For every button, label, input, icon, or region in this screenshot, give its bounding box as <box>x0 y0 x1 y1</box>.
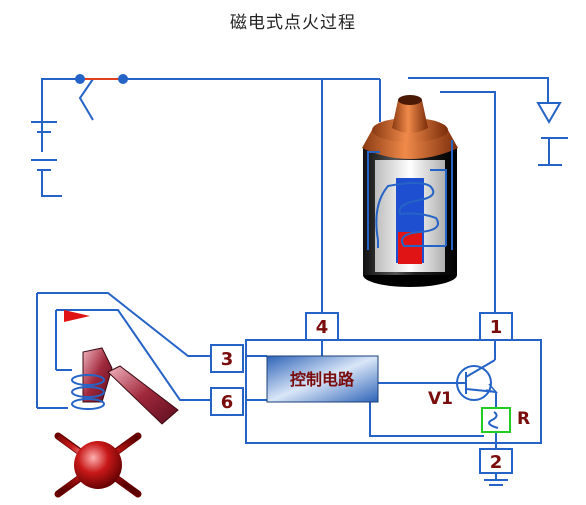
switch-contact <box>118 74 128 84</box>
spark-plug-icon <box>536 102 562 124</box>
control-circuit-label: 控制电路 <box>290 370 355 389</box>
flux-arrow-icon <box>64 310 90 322</box>
terminal-4-label: 4 <box>316 317 329 338</box>
reluctor-rotor <box>54 432 142 498</box>
terminal-3-label: 3 <box>221 349 234 370</box>
iron-core-red <box>398 232 422 264</box>
switch-lever[interactable] <box>78 78 94 121</box>
resistor-icon <box>488 411 499 429</box>
pickup-coil <box>56 369 105 410</box>
transistor-v1-icon <box>452 359 499 401</box>
terminal-2-label: 2 <box>490 452 503 473</box>
terminal-6-label: 6 <box>221 392 234 413</box>
control-circuit-box <box>266 355 379 403</box>
switch-contact <box>75 74 85 84</box>
diagram-title: 磁电式点火过程 <box>230 13 356 33</box>
coil-windings <box>367 140 453 250</box>
ignition-coil <box>362 95 458 287</box>
resistor-label: R <box>517 409 530 429</box>
terminal-1-label: 1 <box>490 317 503 338</box>
magnetic-pickup <box>56 347 179 425</box>
terminal-boxes <box>210 312 513 474</box>
battery-switch-group <box>31 78 380 197</box>
transistor-label: V1 <box>428 389 453 409</box>
